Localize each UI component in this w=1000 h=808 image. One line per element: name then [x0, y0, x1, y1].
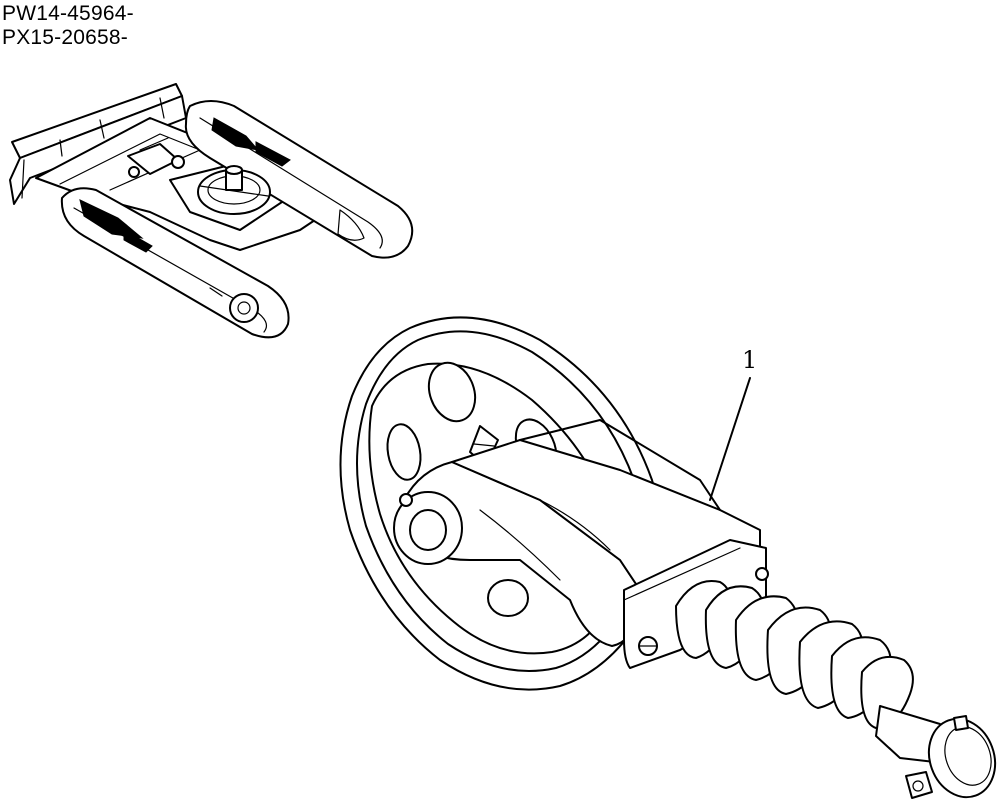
callout-leader-line [709, 377, 751, 501]
recoil-spring [675, 580, 914, 729]
hydraulic-parts [127, 137, 185, 178]
spring-rod-cap [875, 705, 997, 799]
callout-number-1: 1 [742, 346, 758, 374]
track-right [184, 100, 414, 259]
track-left [60, 187, 290, 339]
serial-range-line-1: PW14-45964- [2, 2, 134, 25]
slew-ring [197, 165, 271, 215]
serial-range-line-2: PX15-20658- [2, 26, 128, 49]
